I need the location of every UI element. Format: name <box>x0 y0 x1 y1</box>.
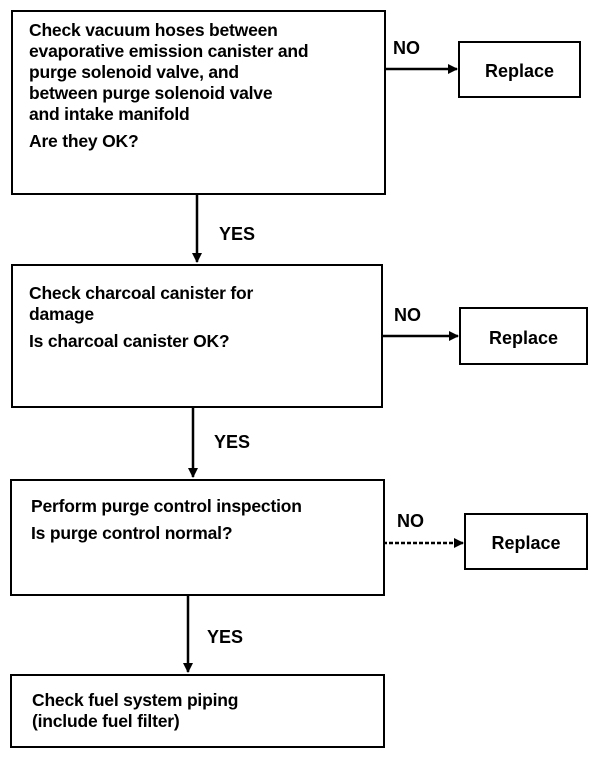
step-1-question: Are they OK? <box>29 131 139 151</box>
step-3-replace-box: Replace <box>464 513 588 570</box>
step-1-line-1: Check vacuum hoses between <box>29 20 278 40</box>
step-2-replace-box: Replace <box>459 307 588 365</box>
step-2-no-label: NO <box>394 305 421 325</box>
step-3-question: Is purge control normal? <box>31 523 233 543</box>
step-1-line-5: and intake manifold <box>29 104 190 124</box>
step-2-yes-label: YES <box>214 432 251 452</box>
step-1-line-4: between purge solenoid valve <box>29 83 273 103</box>
step-2-line-1: Check charcoal canister for <box>29 283 254 303</box>
step-2-line-2: damage <box>29 304 94 324</box>
step-2-box: Check charcoal canister for damage Is ch… <box>11 264 383 408</box>
step-2-replace-text: Replace <box>488 328 559 348</box>
step-3-replace-text: Replace <box>491 533 561 553</box>
step-1-no-label: NO <box>393 38 420 58</box>
step-1-line-3: purge solenoid valve, and <box>29 62 239 82</box>
step-3-line-1: Perform purge control inspection <box>31 496 302 516</box>
step-4-line-2: (include fuel filter) <box>32 711 180 731</box>
step-2-question: Is charcoal canister OK? <box>29 331 230 351</box>
step-4-box: Check fuel system piping (include fuel f… <box>10 674 385 748</box>
step-4-line-1: Check fuel system piping <box>32 690 239 710</box>
step-3-no-label: NO <box>397 511 424 531</box>
step-1-line-2: evaporative emission canister and <box>29 41 309 61</box>
step-3-box: Perform purge control inspection Is purg… <box>10 479 385 596</box>
step-1-box: Check vacuum hoses between evaporative e… <box>11 10 386 195</box>
step-1-replace-box: Replace <box>458 41 581 98</box>
step-3-yes-label: YES <box>207 627 244 647</box>
step-1-yes-label: YES <box>219 224 256 244</box>
step-1-replace-text: Replace <box>484 61 555 81</box>
